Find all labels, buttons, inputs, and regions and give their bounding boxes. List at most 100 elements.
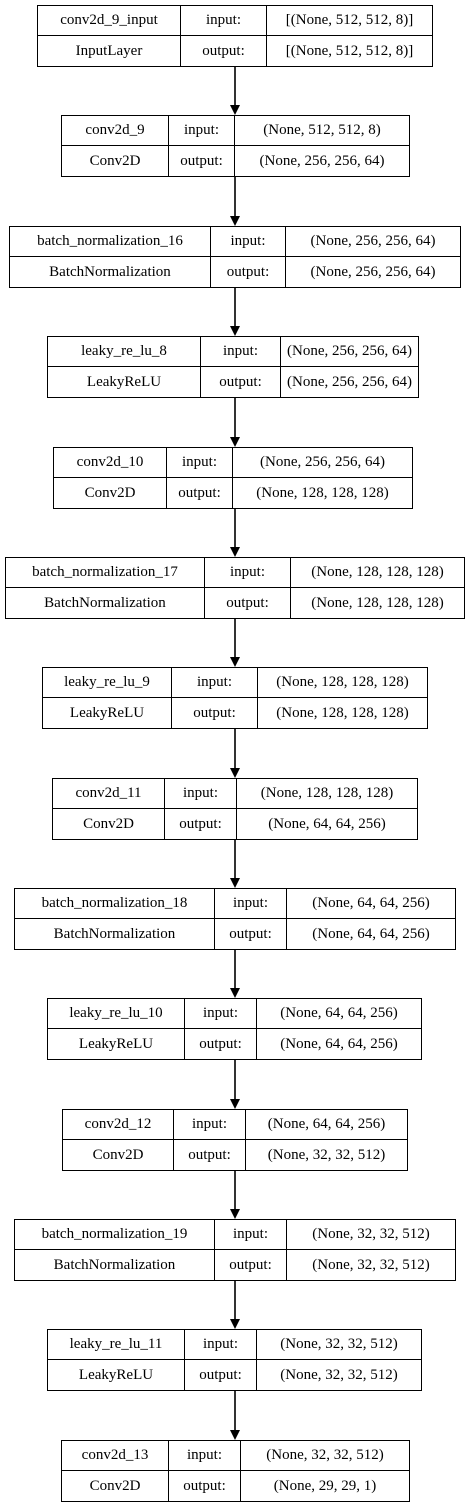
layer-type: InputLayer bbox=[38, 36, 181, 66]
output-shape: [(None, 512, 512, 8)] bbox=[285, 42, 414, 59]
arrowhead-icon bbox=[230, 437, 240, 447]
input-label: input: bbox=[165, 779, 237, 809]
input-label: input: bbox=[174, 1110, 246, 1140]
input-shape: (None, 128, 128, 128) bbox=[258, 668, 427, 698]
output-label: output: bbox=[167, 478, 233, 508]
output-label: output: bbox=[211, 257, 286, 287]
layer-name: batch_normalization_16 bbox=[10, 227, 211, 257]
input-shape: (None, 32, 32, 512) bbox=[241, 1441, 409, 1471]
input-label: input: bbox=[167, 448, 233, 478]
input-shape: (None, 64, 64, 256) bbox=[287, 889, 455, 919]
output-shape: (None, 256, 256, 64) bbox=[259, 152, 385, 169]
arrowhead-icon bbox=[230, 216, 240, 226]
layer-name: conv2d_12 bbox=[63, 1110, 174, 1140]
output-label: output: bbox=[205, 588, 291, 618]
output-shape: (None, 64, 64, 256) bbox=[312, 925, 430, 942]
output-shape: (None, 29, 29, 1) bbox=[273, 1477, 377, 1494]
layer-type: Conv2D bbox=[53, 809, 165, 839]
layer-name: conv2d_10 bbox=[54, 448, 167, 478]
arrowhead-icon bbox=[230, 1430, 240, 1440]
output-shape: (None, 256, 256, 64) bbox=[310, 263, 436, 280]
output-shape: (None, 64, 64, 256) bbox=[268, 815, 386, 832]
output-label: output: bbox=[169, 146, 235, 176]
arrowhead-icon bbox=[230, 988, 240, 998]
output-shape: (None, 256, 256, 64) bbox=[287, 373, 412, 390]
input-shape: (None, 32, 32, 512) bbox=[257, 1330, 421, 1360]
layer-name: conv2d_13 bbox=[62, 1441, 169, 1471]
layer-name: conv2d_11 bbox=[53, 779, 165, 809]
input-shape: (None, 128, 128, 128) bbox=[291, 558, 464, 588]
input-shape: (None, 64, 64, 256) bbox=[246, 1110, 407, 1140]
layer-name: leaky_re_lu_11 bbox=[48, 1330, 185, 1360]
layer-name: batch_normalization_19 bbox=[15, 1220, 215, 1250]
input-shape: (None, 128, 128, 128) bbox=[237, 779, 417, 809]
input-shape: [(None, 512, 512, 8)] bbox=[267, 6, 432, 36]
output-label: output: bbox=[181, 36, 267, 66]
layer-name: conv2d_9_input bbox=[38, 6, 181, 36]
input-label: input: bbox=[185, 1330, 257, 1360]
layer-type: Conv2D bbox=[54, 478, 167, 508]
layer-type: Conv2D bbox=[62, 146, 169, 176]
layer-type: LeakyReLU bbox=[48, 1029, 185, 1059]
input-label: input: bbox=[205, 558, 291, 588]
arrowhead-icon bbox=[230, 105, 240, 115]
layer-type: BatchNormalization bbox=[10, 257, 211, 287]
output-label: output: bbox=[174, 1140, 246, 1170]
layer-type: BatchNormalization bbox=[15, 1250, 215, 1280]
input-shape: (None, 32, 32, 512) bbox=[287, 1220, 455, 1250]
output-shape: (None, 32, 32, 512) bbox=[280, 1366, 398, 1383]
input-label: input: bbox=[181, 6, 267, 36]
layer-type: BatchNormalization bbox=[6, 588, 205, 618]
output-shape: (None, 128, 128, 128) bbox=[276, 704, 409, 721]
input-shape: (None, 256, 256, 64) bbox=[286, 227, 460, 257]
input-shape: (None, 512, 512, 8) bbox=[235, 116, 409, 146]
layer-type: LeakyReLU bbox=[48, 1360, 185, 1390]
layer-type: Conv2D bbox=[62, 1471, 169, 1501]
arrowhead-icon bbox=[230, 1319, 240, 1329]
layer-name: batch_normalization_17 bbox=[6, 558, 205, 588]
output-shape: (None, 128, 128, 128) bbox=[311, 594, 444, 611]
input-label: input: bbox=[185, 999, 257, 1029]
arrowhead-icon bbox=[230, 547, 240, 557]
arrowhead-icon bbox=[230, 768, 240, 778]
layer-name: leaky_re_lu_10 bbox=[48, 999, 185, 1029]
output-label: output: bbox=[215, 919, 287, 949]
layer-name: conv2d_9 bbox=[62, 116, 169, 146]
output-label: output: bbox=[215, 1250, 287, 1280]
arrowhead-icon bbox=[230, 326, 240, 336]
input-label: input: bbox=[169, 116, 235, 146]
output-shape: (None, 32, 32, 512) bbox=[267, 1146, 386, 1163]
input-shape: (None, 256, 256, 64) bbox=[233, 448, 412, 478]
arrowhead-icon bbox=[230, 878, 240, 888]
input-shape: (None, 256, 256, 64) bbox=[281, 337, 418, 367]
input-label: input: bbox=[201, 337, 281, 367]
layer-type: BatchNormalization bbox=[15, 919, 215, 949]
input-label: input: bbox=[172, 668, 258, 698]
arrowhead-icon bbox=[230, 1209, 240, 1219]
arrowhead-icon bbox=[230, 657, 240, 667]
layer-name: batch_normalization_18 bbox=[15, 889, 215, 919]
output-shape: (None, 32, 32, 512) bbox=[312, 1256, 430, 1273]
output-label: output: bbox=[201, 367, 281, 397]
layer-type: LeakyReLU bbox=[48, 367, 201, 397]
layer-name: leaky_re_lu_8 bbox=[48, 337, 201, 367]
layer-type: Conv2D bbox=[63, 1140, 174, 1170]
output-shape: (None, 128, 128, 128) bbox=[256, 484, 389, 501]
arrowhead-icon bbox=[230, 1099, 240, 1109]
input-label: input: bbox=[169, 1441, 241, 1471]
input-label: input: bbox=[215, 889, 287, 919]
